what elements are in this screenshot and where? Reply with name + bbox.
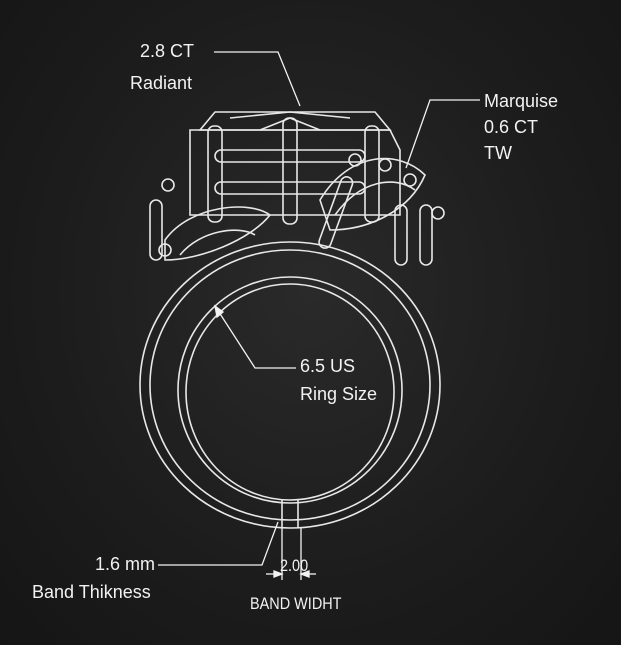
center-stone-shape: Radiant — [130, 73, 193, 93]
side-stones-carat: 0.6 CT — [484, 117, 539, 137]
side-stones-unit: TW — [484, 143, 512, 163]
ring-size-label: Ring Size — [300, 384, 378, 404]
ring-size-value: 6.5 US — [300, 356, 356, 376]
center-stone-head — [189, 111, 401, 225]
band-thickness-label: Band Thikness — [32, 582, 151, 602]
band-width-label: BAND WIDHT — [250, 594, 342, 613]
side-stones-shape: Marquise — [484, 91, 559, 111]
leader-lines — [158, 51, 480, 580]
band-width-value: 2.00 — [280, 556, 309, 575]
side-stones — [149, 153, 445, 266]
band-thickness-value: 1.6 mm — [95, 554, 156, 574]
center-stone-carat: 2.8 CT — [140, 41, 195, 61]
ring-band — [139, 241, 441, 529]
